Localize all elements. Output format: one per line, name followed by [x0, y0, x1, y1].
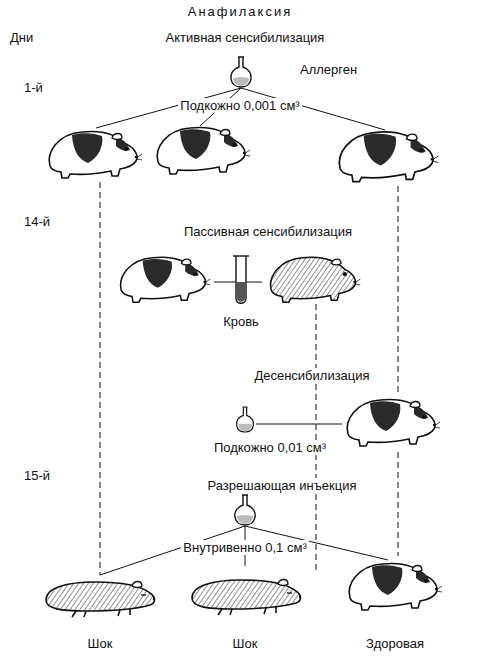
test-tube: [236, 256, 246, 303]
day-label: 15-й: [22, 468, 52, 483]
test-tube: [233, 255, 249, 256]
shocked-guinea-pig: [46, 582, 155, 618]
dashed-line: [100, 182, 101, 575]
guinea-pig: [157, 128, 250, 175]
dose-label: Внутривенно 0,1 см³: [181, 540, 308, 555]
day-label: 14-й: [22, 214, 52, 229]
outcome-label: Шок: [86, 636, 115, 651]
blood: [237, 282, 245, 302]
axis-heading: Дни: [8, 30, 35, 45]
stage-heading: Пассивная сенсибилизация: [182, 224, 354, 239]
timeline-lines: [100, 182, 398, 575]
stage-heading: Активная сенсибилизация: [164, 30, 327, 45]
day-label: 1-й: [22, 80, 45, 95]
stage-heading: Десенсибилизация: [252, 368, 371, 383]
guinea-pig: [271, 257, 361, 302]
flask-icon: [235, 495, 255, 525]
guinea-pig: [49, 132, 142, 179]
injection-line: [256, 424, 342, 425]
guinea-pig: [339, 132, 438, 182]
dashed-line: [398, 452, 399, 556]
outcome-label: Здоровая: [364, 636, 426, 651]
dose-label: Подкожно 0,01 см³: [212, 440, 328, 455]
dose-label: Подкожно 0,001 см³: [178, 98, 301, 113]
outcome-label: Шок: [231, 636, 260, 651]
guinea-pig: [347, 400, 440, 447]
dashed-line: [316, 304, 317, 570]
stage-heading: Разрешающая инъекция: [206, 478, 359, 493]
guinea-pig: [121, 257, 211, 302]
substance-label: Кровь: [221, 314, 261, 329]
dashed-line: [398, 186, 399, 392]
flask-icon: [237, 407, 254, 432]
flask-icon: [231, 57, 251, 87]
diagram-title: Анафилаксия: [186, 4, 295, 19]
substance-label: Аллерген: [298, 62, 359, 77]
healthy-guinea-pig: [349, 564, 442, 611]
shocked-guinea-pig: [192, 580, 301, 616]
test-tube: [233, 256, 249, 303]
